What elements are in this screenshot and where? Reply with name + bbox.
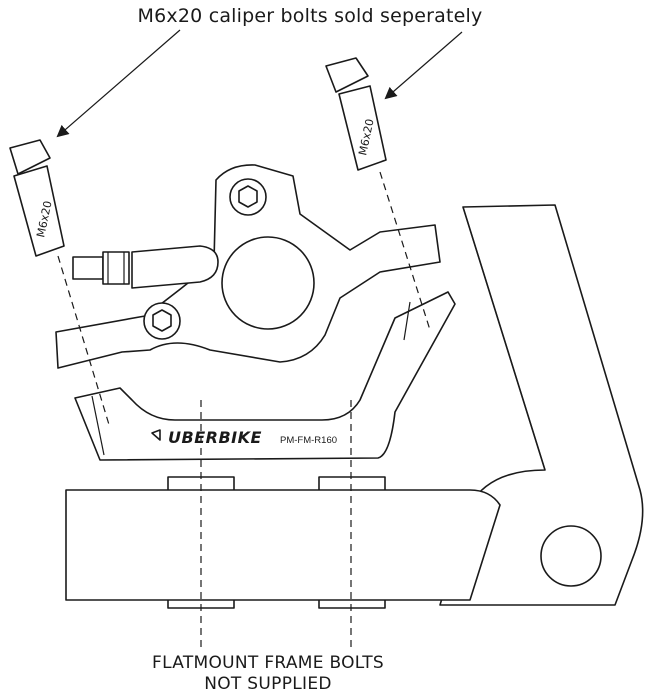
arrow-to-right-bolt xyxy=(384,31,463,100)
direction-arrow-icon xyxy=(151,429,161,441)
frame-mount xyxy=(65,476,501,609)
piston-bore xyxy=(221,236,315,330)
thru-axle-hole xyxy=(540,525,602,587)
left-caliper-bolt: M6x20 xyxy=(9,139,65,257)
frame-bolts-note-line1: FLATMOUNT FRAME BOLTS xyxy=(152,653,384,673)
flatmount-adapter: UBERBIKE PM-FM-R160 xyxy=(74,291,456,461)
brake-caliper xyxy=(55,164,441,369)
banjo-fitting xyxy=(72,256,104,280)
right-caliper-bolt: M6x20 xyxy=(325,57,387,171)
part-number: PM-FM-R160 xyxy=(280,435,337,446)
hex-bolt-top-icon xyxy=(238,185,258,208)
hex-bolt-bottom-icon xyxy=(152,309,172,332)
frame-bolts-note-line2: NOT SUPPLIED xyxy=(204,674,332,694)
right-bolt-guide xyxy=(379,171,431,331)
left-bolt-shank xyxy=(13,165,65,257)
hose-nut xyxy=(102,251,130,285)
left-bolt-guide xyxy=(57,255,111,429)
left-bolt-head xyxy=(9,139,51,175)
arrow-to-left-bolt xyxy=(56,29,181,138)
right-bolt-shank xyxy=(338,85,387,171)
brand-logo: UBERBIKE xyxy=(168,428,262,447)
caliper-bolts-note: M6x20 caliper bolts sold seperately xyxy=(138,5,483,27)
bleed-nipple-housing xyxy=(131,245,219,289)
right-bolt-head xyxy=(325,57,369,93)
